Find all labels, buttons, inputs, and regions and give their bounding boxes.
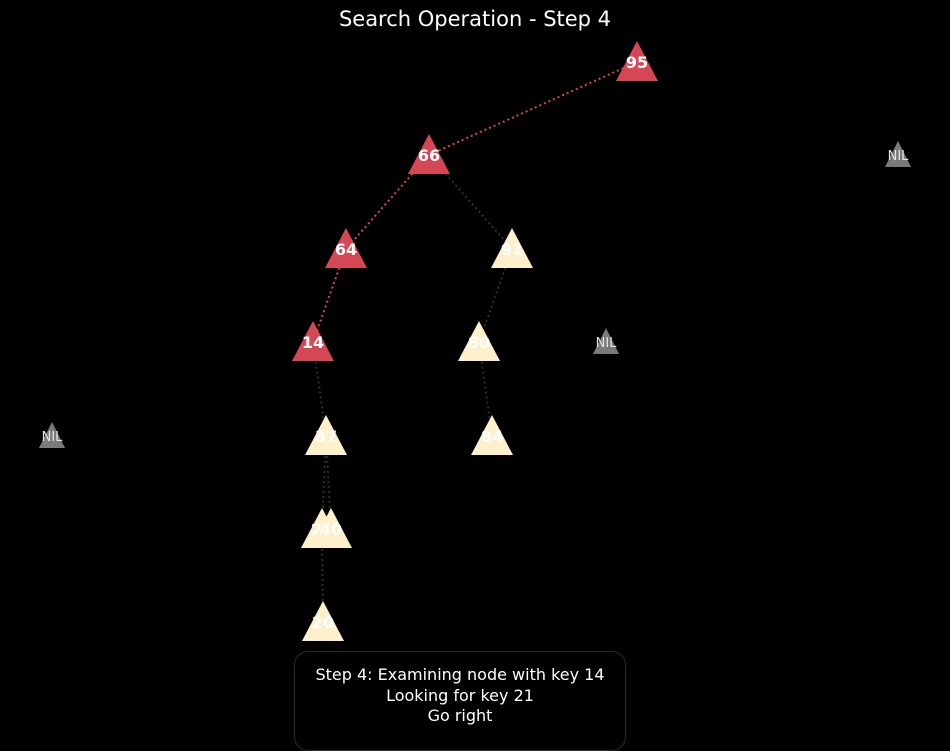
tree-node-91: 91 — [491, 228, 533, 268]
node-key-label: 14 — [302, 333, 324, 352]
status-step-text: Step 4: Examining node with key 14 — [315, 665, 605, 684]
node-triangle-icon — [310, 508, 352, 548]
tree-node-20: 20 — [302, 601, 344, 641]
tree-node-37: 37 — [305, 415, 347, 455]
node-triangle-icon — [491, 228, 533, 268]
node-key-label: 66 — [418, 146, 440, 165]
diagram-title: Search Operation - Step 4 — [339, 7, 611, 31]
tree-node-14: 14 — [292, 321, 334, 361]
node-key-label: 20 — [312, 613, 334, 632]
status-target-text: Looking for key 21 — [386, 685, 534, 705]
node-key-label: 64 — [335, 240, 357, 259]
node-triangle-icon — [616, 41, 658, 81]
nil-node-label: NIL — [42, 430, 64, 445]
node-triangle-icon — [593, 328, 619, 354]
tree-node-66: 66 — [408, 134, 450, 174]
node-triangle-icon — [305, 415, 347, 455]
status-panel: Step 4: Examining node with key 14 Looki… — [294, 651, 626, 751]
node-triangle-icon — [408, 134, 450, 174]
nil-node: NIL — [593, 328, 619, 354]
tree-nodes: 9566649114803784244020NILNILNIL — [39, 41, 911, 641]
status-decision-text: Go right — [427, 706, 493, 725]
node-triangle-icon — [325, 228, 367, 268]
node-key-label: 95 — [626, 53, 648, 72]
node-key-label: 40 — [320, 520, 342, 539]
tree-node-64: 64 — [325, 228, 367, 268]
node-triangle-icon — [885, 141, 911, 167]
node-key-label: 80 — [468, 333, 490, 352]
node-triangle-icon — [292, 321, 334, 361]
tree-node-40: 40 — [310, 508, 352, 548]
nil-node-label: NIL — [596, 336, 618, 351]
node-key-label: 37 — [315, 427, 337, 446]
tree-node-95: 95 — [616, 41, 658, 81]
node-key-label: 84 — [481, 427, 503, 446]
node-triangle-icon — [471, 415, 513, 455]
node-triangle-icon — [302, 601, 344, 641]
tree-node-84: 84 — [471, 415, 513, 455]
nil-node: NIL — [885, 141, 911, 167]
nil-node: NIL — [39, 422, 65, 448]
nil-node-label: NIL — [888, 149, 910, 164]
node-triangle-icon — [458, 321, 500, 361]
tree-node-80: 80 — [458, 321, 500, 361]
node-triangle-icon — [39, 422, 65, 448]
node-key-label: 91 — [501, 240, 523, 259]
tree-edge-n95-n66 — [428, 61, 638, 156]
